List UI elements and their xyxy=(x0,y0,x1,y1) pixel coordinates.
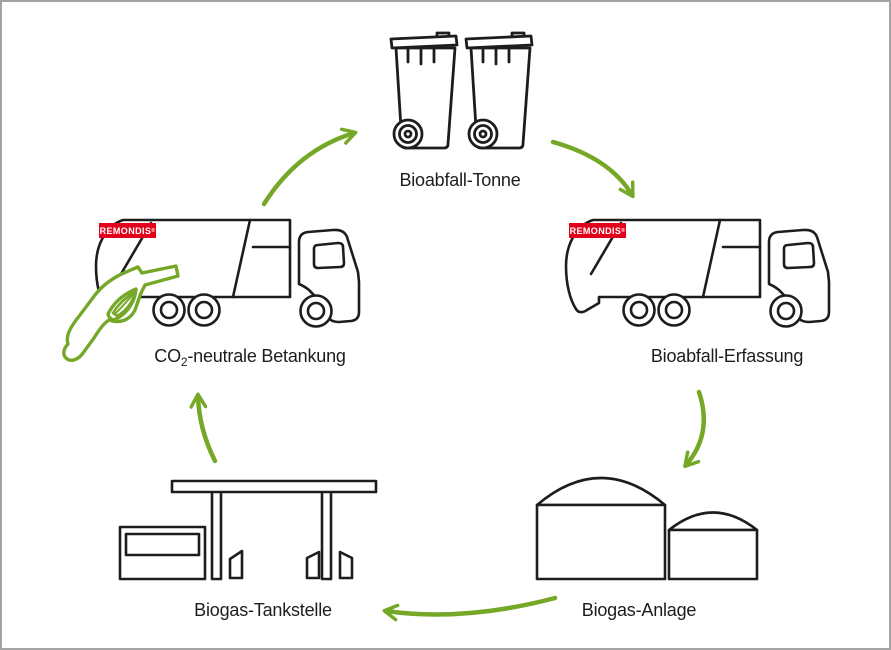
fuel-nozzle-icon xyxy=(62,264,180,362)
waste-bin-left xyxy=(389,31,459,150)
arrow-bins-to-collection xyxy=(550,139,635,199)
arrow-plant-to-station xyxy=(382,595,558,622)
station-pillar-right xyxy=(320,486,333,581)
plant-dome-small xyxy=(667,511,759,532)
remondis-logo-collection-truck: REMONDIS® xyxy=(569,223,626,238)
plant-dome-large xyxy=(535,476,667,507)
label-bioabfall-erfassung: Bioabfall-Erfassung xyxy=(650,346,804,366)
station-pump-2 xyxy=(305,550,321,580)
station-pillar-left xyxy=(210,486,223,581)
remondis-logo-refueling-truck: REMONDIS® xyxy=(99,223,156,238)
co2-label-subscript: 2 xyxy=(180,355,188,369)
label-co2-neutrale-betankung: CO2-neutrale Betankung xyxy=(154,346,346,369)
waste-bins-icon xyxy=(389,31,534,150)
station-building-window xyxy=(124,532,201,557)
station-pump-3 xyxy=(338,550,354,580)
plant-tank-small xyxy=(667,528,759,581)
remondis-logo-text: REMONDIS xyxy=(569,225,622,236)
arrow-refueling-to-bins xyxy=(261,127,358,207)
fuel-station-icon xyxy=(118,479,378,581)
remondis-logo-text: REMONDIS xyxy=(99,225,152,236)
plant-tank-large xyxy=(535,503,667,581)
label-biogas-anlage: Biogas-Anlage xyxy=(581,600,697,620)
biogas-plant-icon xyxy=(535,476,759,581)
arrow-collection-to-plant xyxy=(683,389,706,469)
label-bioabfall-tonne: Bioabfall-Tonne xyxy=(399,170,521,190)
label-biogas-tankstelle: Biogas-Tankstelle xyxy=(194,600,332,620)
arrow-station-to-refueling xyxy=(189,392,218,464)
station-canopy xyxy=(170,479,378,494)
co2-label-suffix: -neutrale Betankung xyxy=(187,346,346,366)
cycle-arrows xyxy=(189,127,706,622)
station-pump-1 xyxy=(228,549,244,580)
waste-bin-right xyxy=(464,31,534,150)
co2-label-prefix: CO xyxy=(154,346,181,366)
